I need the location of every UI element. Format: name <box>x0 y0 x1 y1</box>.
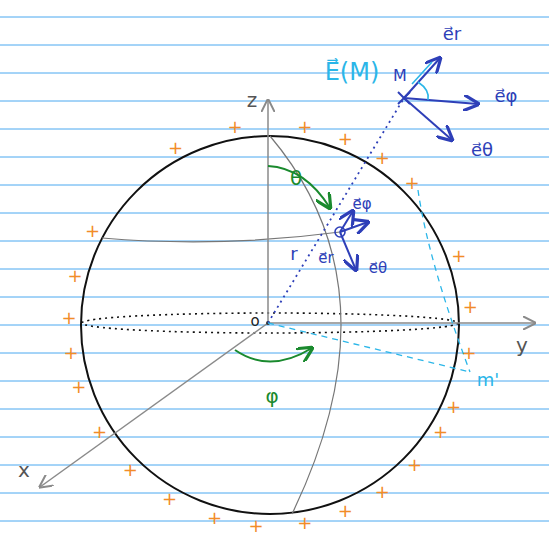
vector-label: e⃗r <box>443 25 461 43</box>
charge-sign: + <box>463 298 478 316</box>
phi-arc <box>235 348 312 362</box>
origin-label: o <box>250 314 259 329</box>
z-axis <box>267 100 269 323</box>
charge-sign: + <box>407 456 422 474</box>
angle-label: φ <box>265 386 278 406</box>
charge-sign: + <box>375 149 390 167</box>
projection-lines <box>268 190 470 372</box>
theta-arc <box>268 166 330 208</box>
angle-label: θ <box>290 168 302 188</box>
point-label: m' <box>477 371 499 389</box>
charge-sign: + <box>461 344 476 362</box>
vector-label: e⃗r <box>318 251 333 266</box>
charge-sign: + <box>375 483 390 501</box>
axis-label: x <box>18 460 30 480</box>
charge-sign: + <box>405 174 420 192</box>
charge-sign: + <box>297 118 312 136</box>
charge-sign: + <box>338 502 353 520</box>
charge-sign: + <box>62 309 77 327</box>
radius-line <box>268 98 404 323</box>
charge-sign: + <box>168 139 183 157</box>
vector-label: e⃗θ <box>471 141 493 159</box>
charge-sign: + <box>123 461 138 479</box>
vector-label: e⃗φ <box>495 87 518 105</box>
charge-sign: + <box>85 222 100 240</box>
charge-sign: + <box>297 514 312 532</box>
local-basis <box>340 211 368 270</box>
charge-sign: + <box>63 344 78 362</box>
field-marks <box>412 62 432 100</box>
vector-label: e⃗φ <box>352 197 371 212</box>
charge-sign: + <box>207 509 222 527</box>
charge-sign: + <box>92 423 107 441</box>
charge-sign: + <box>248 517 263 535</box>
point-label: M <box>393 68 407 84</box>
charge-sign: + <box>433 423 448 441</box>
basis-at-m <box>404 58 478 140</box>
charge-sign: + <box>67 267 82 285</box>
charge-sign: + <box>451 247 466 265</box>
radius-label: r <box>290 245 297 263</box>
parallel <box>102 232 340 242</box>
field-label: E⃗(M) <box>325 60 380 84</box>
meridian <box>270 136 341 514</box>
y-axis <box>268 322 535 324</box>
charge-sign: + <box>338 130 353 148</box>
vector-label: e⃗θ <box>369 261 387 276</box>
axis-label: z <box>247 90 258 110</box>
charge-sign: + <box>228 118 243 136</box>
charge-sign: + <box>446 398 461 416</box>
charge-sign: + <box>162 490 177 508</box>
axis-label: y <box>516 335 528 355</box>
charge-sign: + <box>71 378 86 396</box>
paper-rules <box>0 17 549 521</box>
sphere-outline <box>81 136 459 514</box>
x-axis <box>40 323 268 487</box>
